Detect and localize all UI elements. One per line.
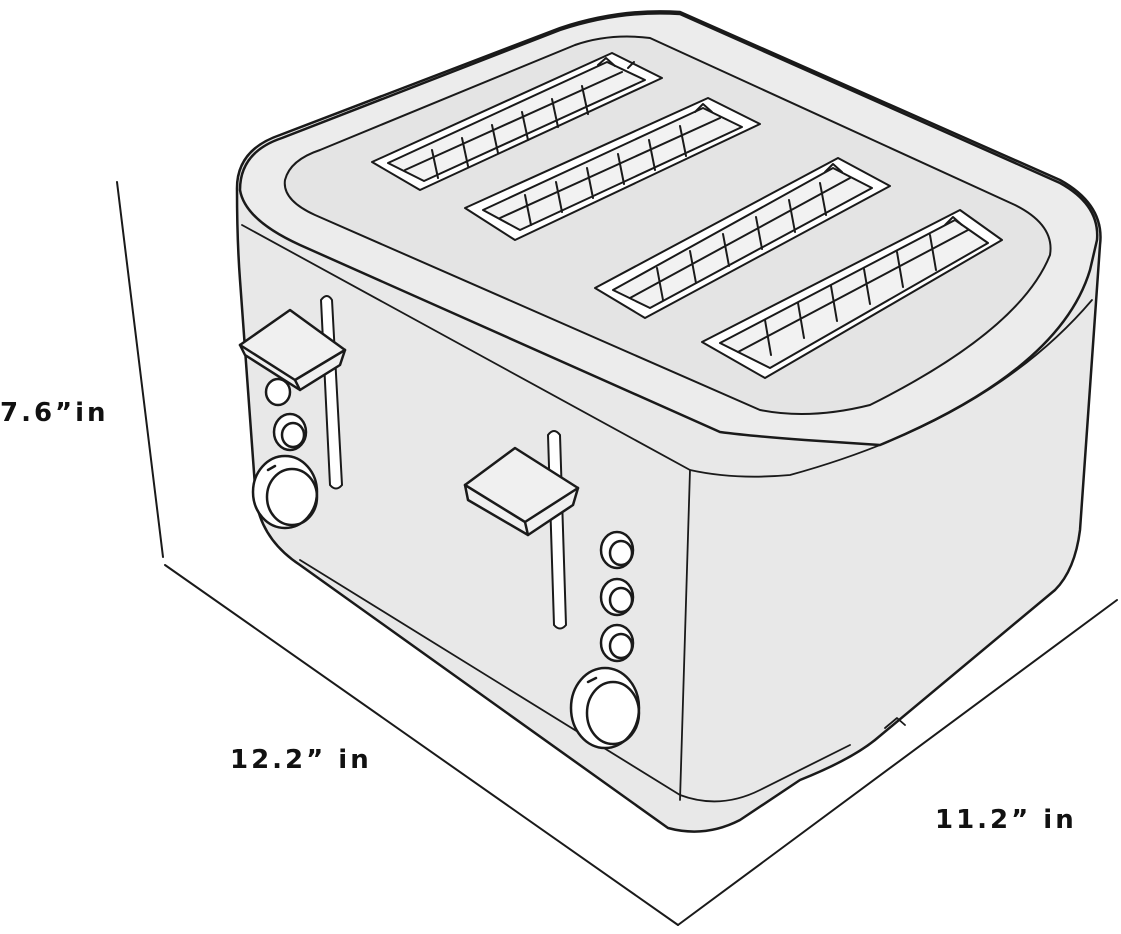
depth-dimension-line bbox=[677, 599, 1118, 926]
width-dimension-line bbox=[164, 564, 679, 926]
left-button-2[interactable] bbox=[272, 412, 308, 452]
bottom-seam bbox=[299, 559, 851, 803]
dimension-lines bbox=[116, 181, 1118, 926]
bread-slot-1 bbox=[371, 52, 663, 191]
bread-slots bbox=[371, 52, 1003, 379]
left-lever-handle[interactable] bbox=[238, 308, 347, 392]
left-button-1[interactable] bbox=[264, 377, 292, 407]
height-dimension-line bbox=[116, 181, 164, 558]
base-notch bbox=[884, 717, 906, 729]
right-button-1[interactable] bbox=[599, 530, 635, 570]
bread-slot-3 bbox=[594, 157, 891, 319]
width-dimension-label: 12.2” in bbox=[230, 745, 372, 775]
right-control-panel bbox=[463, 430, 641, 750]
left-control-panel bbox=[238, 295, 347, 530]
bread-slot-2 bbox=[464, 97, 761, 241]
depth-dimension-label: 11.2” in bbox=[935, 805, 1077, 835]
front-seam bbox=[241, 224, 1093, 478]
bread-slot-4 bbox=[701, 209, 1003, 379]
left-browning-dial[interactable] bbox=[251, 454, 319, 530]
side-corner-line bbox=[679, 469, 691, 801]
right-lever-handle[interactable] bbox=[463, 446, 580, 537]
height-dimension-label: 7.6”in bbox=[0, 398, 109, 428]
right-button-3[interactable] bbox=[599, 623, 635, 663]
right-browning-dial[interactable] bbox=[569, 666, 641, 750]
right-button-2[interactable] bbox=[599, 577, 635, 617]
